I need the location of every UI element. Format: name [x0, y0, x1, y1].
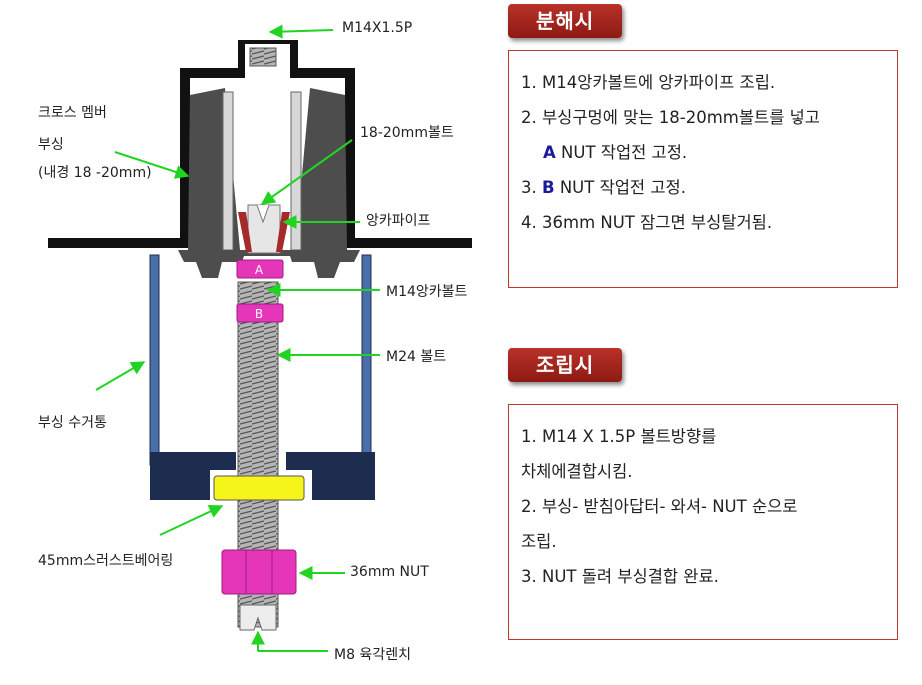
- inner-sleeve-left: [222, 91, 234, 251]
- callout-arrows: [95, 24, 380, 652]
- thrust-bearing: [213, 475, 305, 501]
- assembly-panel: 1. M14 X 1.5P 볼트방향를 차체에결합시킴. 2. 부싱- 받침아답…: [508, 404, 898, 640]
- disassembly-title: 분해시: [508, 4, 623, 38]
- receiver-right: [361, 254, 372, 466]
- label-thrust-bearing: 45mm스러스트베어링: [38, 553, 174, 569]
- bushing-teeth: [178, 250, 360, 278]
- disassembly-step-3: 3. B NUT 작업전 고정.: [521, 178, 686, 197]
- label-anchor-pipe: 앙카파이프: [366, 213, 431, 229]
- nut-b: [236, 303, 284, 323]
- label-thread-spec: M14X1.5P: [342, 20, 413, 36]
- nut-36mm: [221, 549, 297, 595]
- nut-a-label: A: [255, 263, 264, 277]
- assembly-title: 조립시: [508, 348, 623, 382]
- label-m24-bolt: M24 볼트: [386, 349, 447, 365]
- disassembly-step-4: 4. 36mm NUT 잠그면 부싱탈거됨.: [521, 213, 773, 232]
- inner-sleeve-right: [290, 91, 302, 251]
- disassembly-step-1: 1. M14앙카볼트에 앙카파이프 조립.: [521, 73, 776, 92]
- bushing-right: [295, 88, 347, 250]
- m14-thread-top: [249, 47, 277, 67]
- disassembly-step-2-cont: A NUT 작업전 고정.: [543, 143, 688, 162]
- assembly-step-3: 3. NUT 돌려 부싱결합 완료.: [521, 567, 719, 586]
- bolt-18-20-slot: [256, 204, 270, 224]
- label-nut-36mm: 36mm NUT: [350, 564, 429, 580]
- receiver-left: [149, 254, 160, 466]
- anchor-pipe: [238, 212, 252, 252]
- assembly-step-1-cont: 차체에결합시킴.: [521, 462, 633, 481]
- assembly-step-2-cont: 조립.: [521, 532, 557, 551]
- label-bushing-receiver: 부싱 수거통: [38, 415, 107, 431]
- nut-a: [236, 259, 284, 279]
- label-m14-anchor-bolt: M14앙카볼트: [386, 284, 468, 300]
- bolt-tip: [239, 604, 277, 631]
- label-inner-diameter: (내경 18 -20mm): [38, 165, 152, 181]
- label-m8-wrench: M8 육각렌치: [334, 647, 411, 663]
- assembly-step-1: 1. M14 X 1.5P 볼트방향를: [521, 427, 717, 446]
- receiver-base: [150, 452, 375, 500]
- label-cross-member: 크로스 멤버: [38, 105, 107, 121]
- label-bushing: 부싱: [38, 137, 64, 153]
- label-bolt-18-20: 18-20mm볼트: [360, 125, 454, 141]
- assembly-step-2: 2. 부싱- 받침아답터- 와셔- NUT 순으로: [521, 497, 798, 516]
- disassembly-panel: 1. M14앙카볼트에 앙카파이프 조립. 2. 부싱구멍에 맞는 18-20m…: [508, 50, 898, 288]
- nut-b-label: B: [255, 307, 263, 321]
- disassembly-step-2: 2. 부싱구멍에 맞는 18-20mm볼트를 넣고: [521, 108, 820, 127]
